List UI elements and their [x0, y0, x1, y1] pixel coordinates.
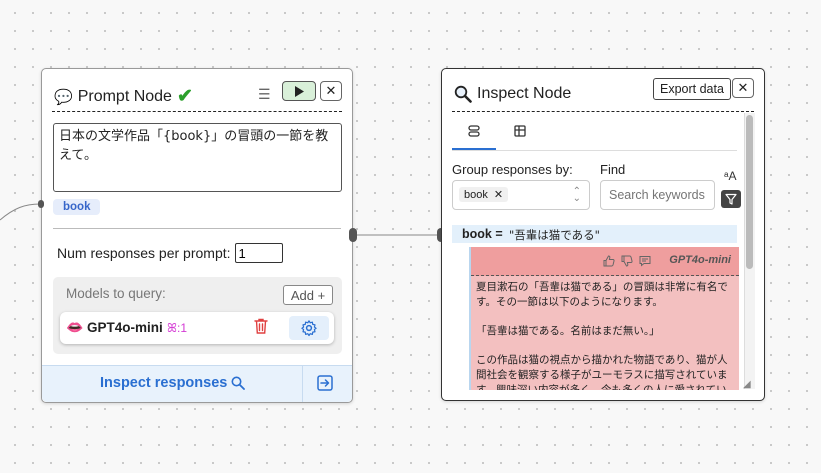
models-box: Models to query: Add + 👄 GPT4o-mini ꕤ:1	[53, 277, 342, 354]
incoming-edge	[0, 203, 41, 221]
response-paragraph: この作品は猫の視点から描かれた物語であり、猫が人間社会を観察する様子がユーモラス…	[476, 354, 728, 390]
response-card: GPT4o-mini 夏目漱石の「吾輩は猫である」の冒頭は非常に有名です。その一…	[469, 247, 739, 390]
open-inspector-icon[interactable]	[317, 375, 333, 396]
prompt-node-header[interactable]: 💬 Prompt Node ✔ ☰ ✕	[52, 75, 342, 112]
prompt-input-handle[interactable]	[38, 200, 44, 208]
response-model-name: GPT4o-mini	[669, 254, 731, 266]
model-count-value: 1	[180, 321, 188, 335]
export-data-button[interactable]: Export data	[653, 78, 731, 100]
prompt-node-title: 💬 Prompt Node ✔	[54, 85, 193, 108]
close-icon: ✕	[737, 80, 749, 95]
num-responses-row: Num responses per prompt:	[57, 243, 283, 263]
close-prompt-node-button[interactable]: ✕	[320, 81, 342, 101]
remove-pill-icon[interactable]: ✕	[493, 189, 504, 201]
case-sensitive-icon[interactable]: ᵃA	[724, 169, 737, 183]
footer-separator	[302, 366, 303, 402]
filter-icon	[725, 193, 737, 205]
models-label: Models to query:	[66, 286, 166, 301]
thumbs-up-icon[interactable]	[603, 254, 615, 272]
model-card[interactable]: 👄 GPT4o-mini ꕤ:1	[60, 312, 334, 344]
model-count-icon: ꕤ:	[167, 321, 181, 335]
prompt-output-handle[interactable]	[349, 228, 357, 242]
resize-handle-icon[interactable]: ◢	[743, 379, 751, 390]
response-card-header: GPT4o-mini	[471, 247, 739, 276]
group-value: "吾輩は猫である"	[509, 228, 600, 242]
inspect-view-tabs	[452, 114, 737, 151]
find-label: Find	[600, 162, 626, 177]
select-chevron-icon: ⌃⌄	[572, 186, 581, 204]
comment-icon[interactable]	[639, 254, 651, 272]
speech-bubble-icon: 💬	[54, 88, 73, 106]
run-button[interactable]	[282, 81, 316, 101]
scrollbar-thumb[interactable]	[746, 115, 753, 269]
inspect-node-title-text: Inspect Node	[477, 85, 572, 102]
template-variable-badge[interactable]: book	[53, 199, 101, 215]
model-name: GPT4o-mini	[87, 320, 163, 335]
filter-button[interactable]	[721, 190, 741, 208]
close-icon: ✕	[325, 83, 337, 98]
stack-icon	[468, 125, 480, 137]
gear-icon	[301, 320, 317, 337]
close-inspect-node-button[interactable]: ✕	[732, 78, 754, 98]
tab-table-view[interactable]	[498, 114, 542, 148]
model-response-count: ꕤ:1	[167, 321, 187, 336]
find-input[interactable]	[600, 180, 715, 210]
num-responses-input[interactable]	[234, 243, 283, 263]
inspect-responses-button[interactable]: Inspect responses	[100, 375, 246, 391]
lips-icon: 👄	[66, 319, 84, 335]
inspect-node[interactable]: Inspect Node Export data ✕ Group respons…	[441, 68, 765, 401]
magnifier-icon	[454, 85, 472, 103]
group-by-pill[interactable]: book ✕	[459, 187, 509, 202]
thumbs-down-icon[interactable]	[621, 254, 633, 272]
inspect-responses-footer: Inspect responses	[42, 365, 352, 402]
response-paragraph: 「吾輩は猫である。名前はまだ無い。」	[476, 325, 660, 337]
response-feedback-icons	[603, 254, 651, 272]
group-by-label: Group responses by:	[452, 162, 573, 177]
inspect-node-header[interactable]: Inspect Node	[452, 75, 754, 112]
response-group-header[interactable]: book = "吾輩は猫である"	[452, 225, 737, 243]
table-icon	[514, 125, 526, 137]
search-icon	[231, 376, 246, 390]
inspect-node-title: Inspect Node	[454, 85, 571, 103]
group-by-select[interactable]: book ✕ ⌃⌄	[452, 180, 590, 210]
group-by-pill-label: book	[464, 188, 488, 201]
divider	[53, 228, 341, 229]
tab-hierarchy-view[interactable]	[452, 114, 496, 150]
group-key: book =	[462, 227, 503, 241]
inspect-responses-label: Inspect responses	[100, 375, 228, 391]
prompt-textarea[interactable]: 日本の文学作品「{book}」の冒頭の一節を教えて。	[53, 123, 342, 192]
add-model-button[interactable]: Add +	[283, 285, 333, 305]
response-text: 夏目漱石の「吾輩は猫である」の冒頭は非常に有名です。その一節は以下のようになりま…	[476, 280, 734, 390]
trash-icon[interactable]	[254, 318, 268, 339]
num-responses-label: Num responses per prompt:	[57, 245, 231, 261]
play-icon	[295, 85, 304, 97]
prompt-node[interactable]: 💬 Prompt Node ✔ ☰ ✕ 日本の文学作品「{book}」の冒頭の一…	[41, 68, 353, 403]
list-icon[interactable]: ☰	[258, 86, 271, 102]
scrollbar[interactable]	[744, 113, 755, 389]
prompt-node-title-text: Prompt Node	[77, 87, 172, 105]
response-paragraph: 夏目漱石の「吾輩は猫である」の冒頭は非常に有名です。その一節は以下のようになりま…	[476, 281, 728, 308]
checkmark-icon: ✔	[176, 86, 193, 107]
model-settings-button[interactable]	[289, 316, 329, 340]
